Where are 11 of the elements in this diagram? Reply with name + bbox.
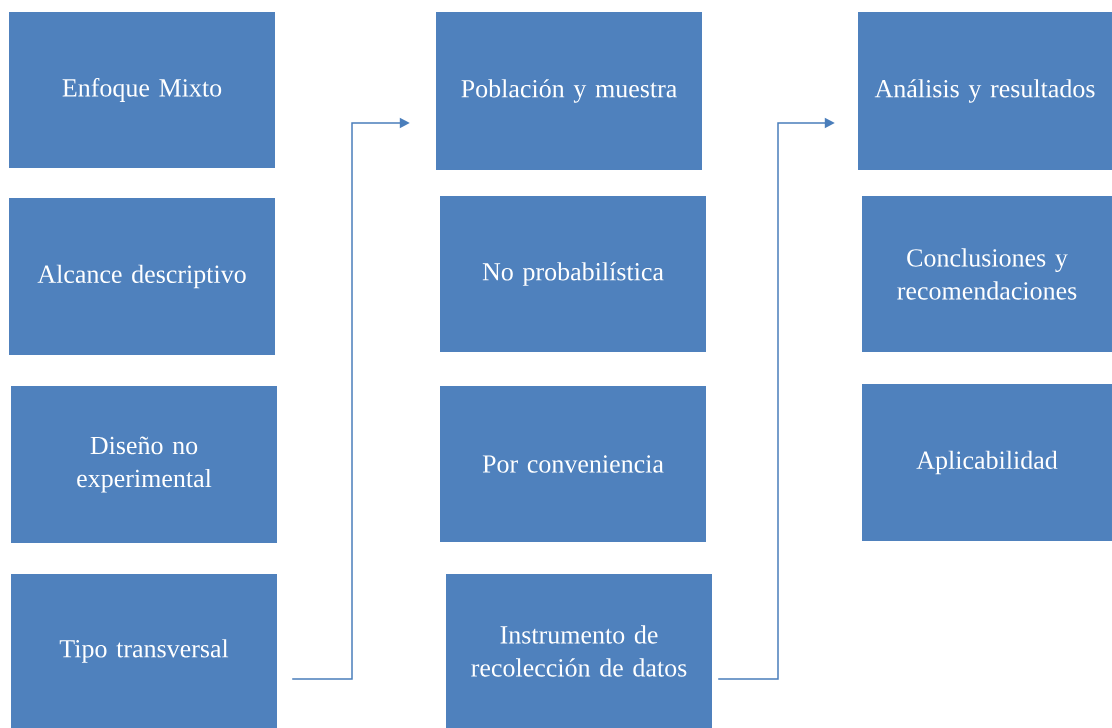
process-box: Conclusiones y recomendaciones <box>862 196 1112 352</box>
process-box: Análisis y resultados <box>858 12 1112 170</box>
process-box: Diseño no experimental <box>11 386 277 543</box>
process-box: Enfoque Mixto <box>9 12 275 168</box>
process-box: Tipo transversal <box>11 574 277 728</box>
process-box: Instrumento de recolección de datos <box>446 574 712 728</box>
process-box: Alcance descriptivo <box>9 198 275 355</box>
process-box: Población y muestra <box>436 12 702 170</box>
process-box: Por conveniencia <box>440 386 706 542</box>
process-box: No probabilística <box>440 196 706 352</box>
process-box: Aplicabilidad <box>862 384 1112 541</box>
